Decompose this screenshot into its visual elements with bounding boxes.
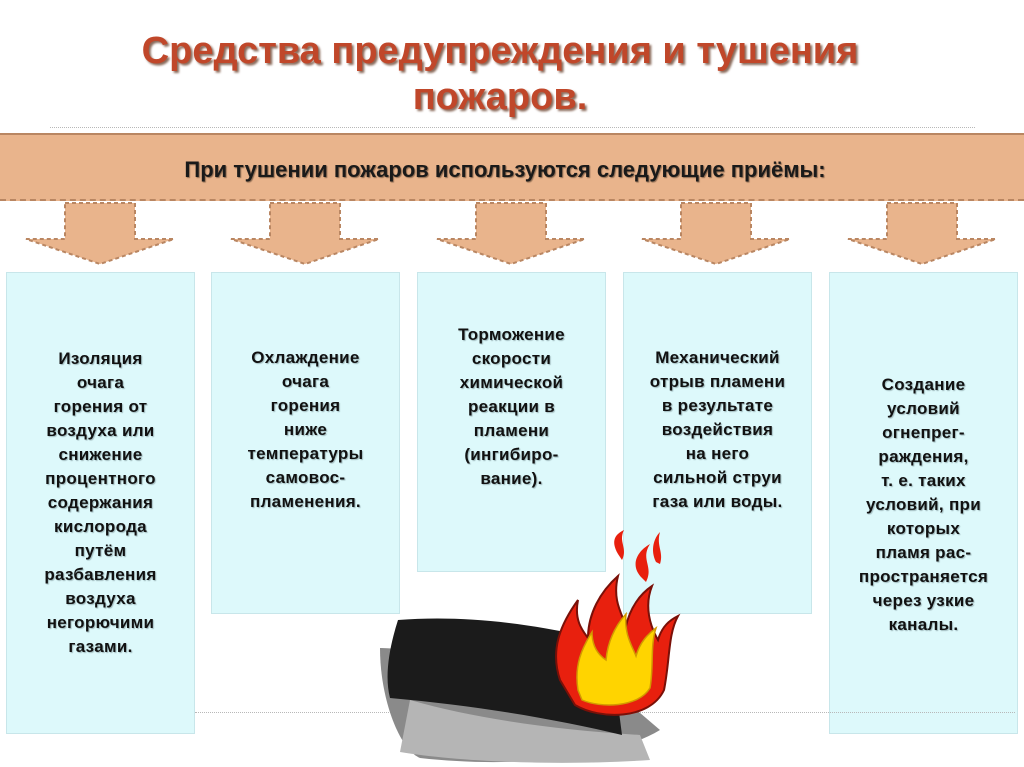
method-box-isolation: Изоляция очага горения от воздуха или сн…	[6, 272, 195, 734]
divider-top	[50, 127, 975, 128]
banner-text: При тушении пожаров используются следующ…	[184, 157, 826, 182]
arrow-down-icon	[25, 202, 175, 266]
method-text: Механический отрыв пламени в результате …	[649, 348, 786, 511]
method-text: Изоляция очага горения от воздуха или сн…	[44, 349, 157, 656]
method-box-cooling: Охлаждение очага горения ниже температур…	[211, 272, 400, 614]
method-box-mechanical: Механический отрыв пламени в результате …	[623, 272, 812, 614]
method-text: Торможение скорости химической реакции в…	[458, 325, 565, 488]
arrow-down-icon	[847, 202, 997, 266]
arrow-down-icon	[641, 202, 791, 266]
arrow-down-icon	[436, 202, 586, 266]
method-box-inhibition: Торможение скорости химической реакции в…	[417, 272, 606, 572]
banner: При тушении пожаров используются следующ…	[0, 133, 1024, 201]
method-text: Охлаждение очага горения ниже температур…	[247, 348, 364, 511]
arrow-down-icon	[230, 202, 380, 266]
burning-cloth-icon	[380, 530, 681, 763]
slide-title: Средства предупреждения и тушения пожаро…	[141, 30, 859, 118]
method-text: Создание условий огнепрег- раждения, т. …	[858, 375, 989, 634]
method-box-fire-barrier: Создание условий огнепрег- раждения, т. …	[829, 272, 1018, 734]
